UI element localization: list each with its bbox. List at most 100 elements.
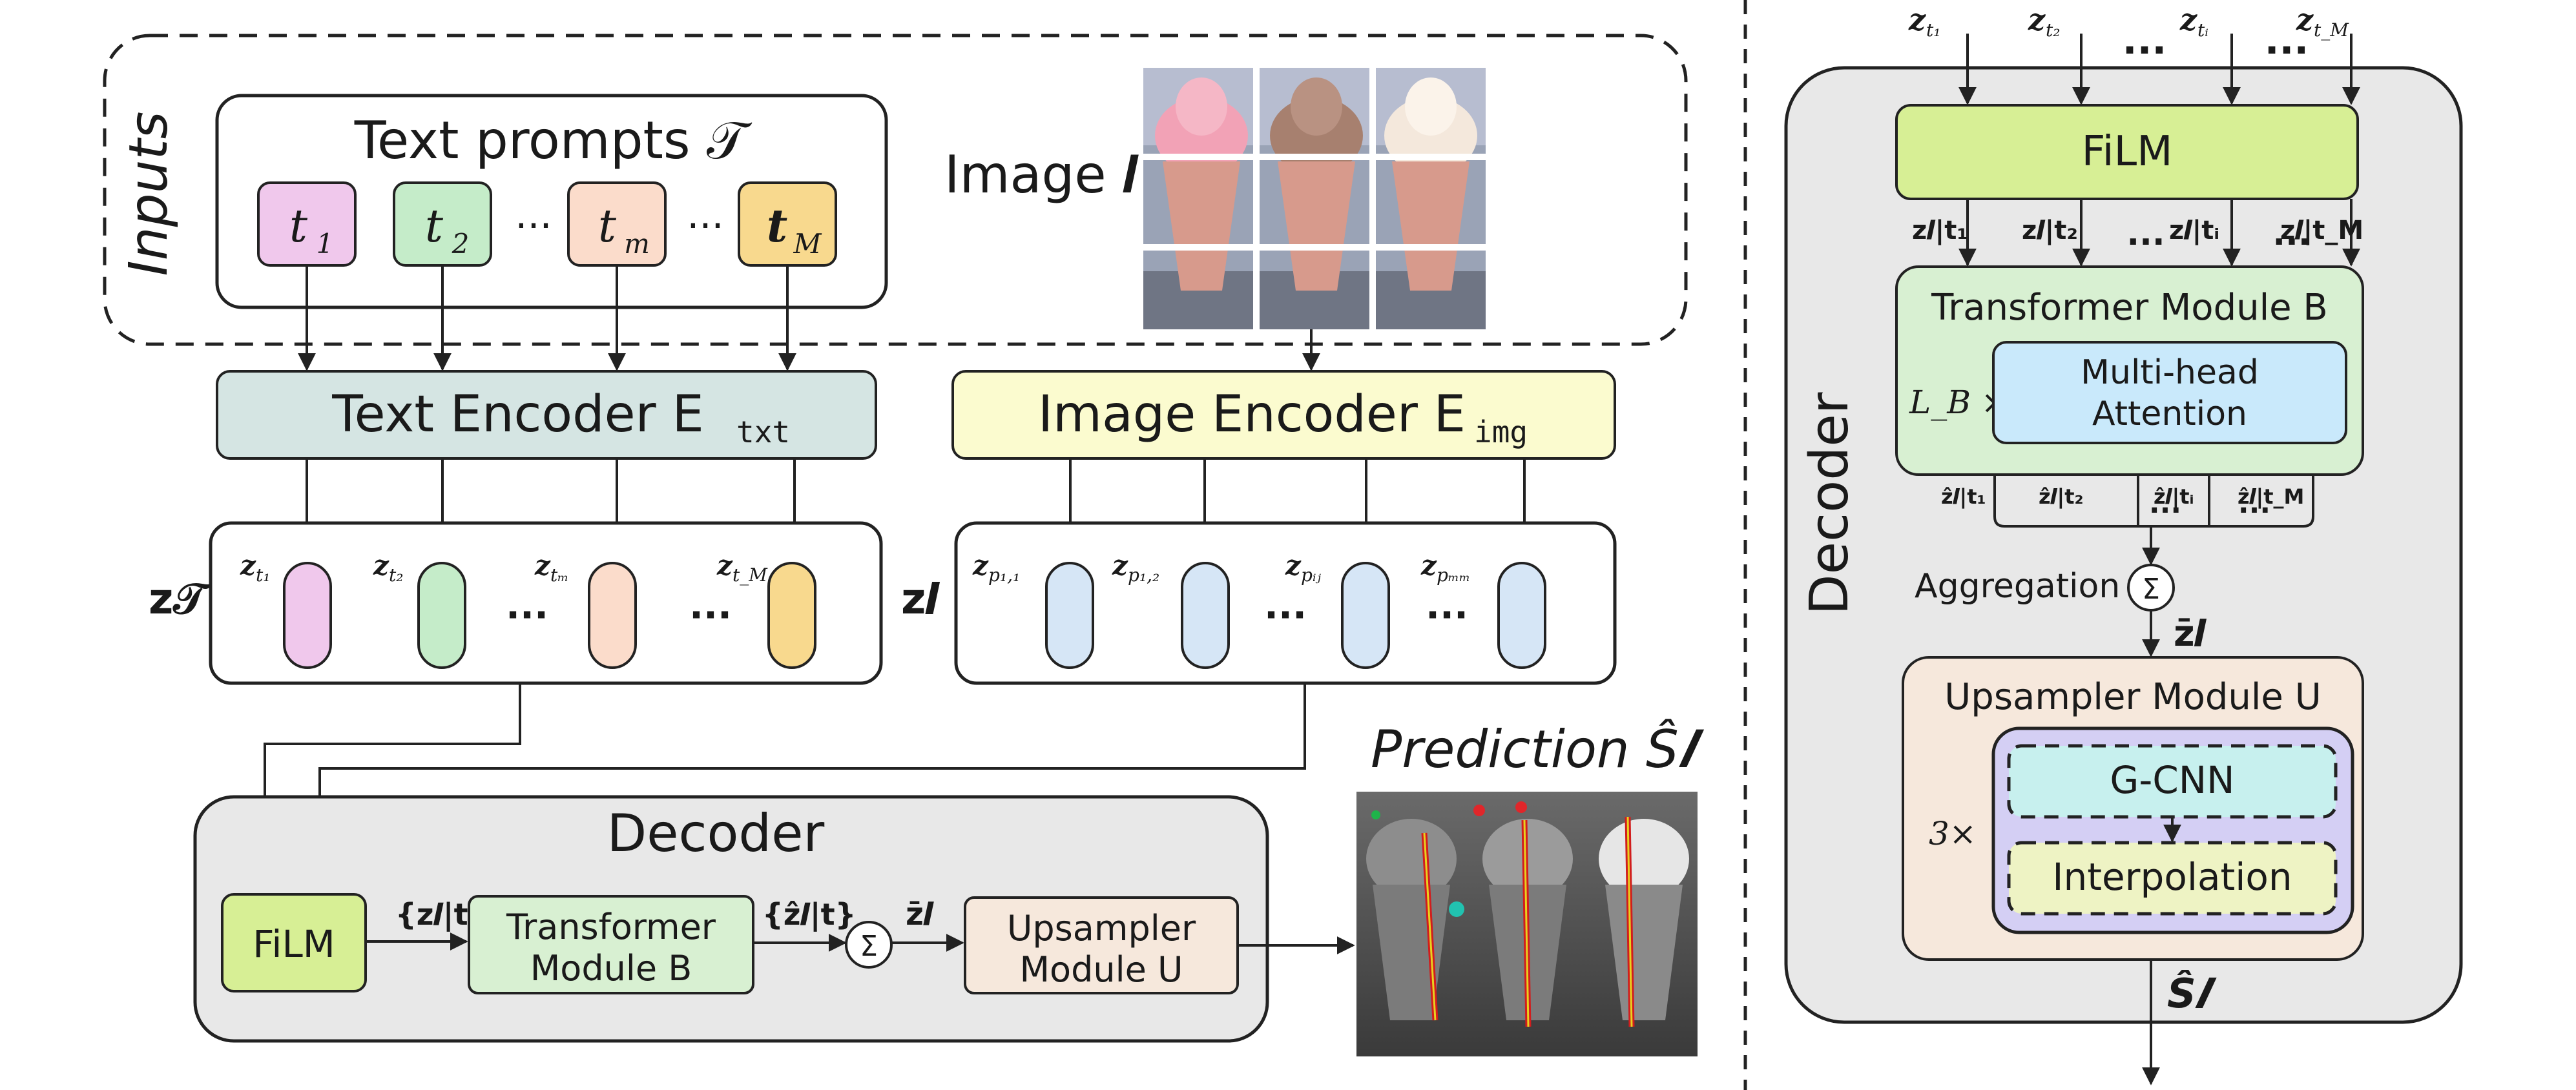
svg-text:z: z — [1285, 550, 1302, 581]
sum-node-left — [845, 921, 893, 969]
film-label-left: FiLM — [253, 922, 335, 966]
upsampler-title-right: Upsampler Module U — [1944, 676, 2321, 718]
svg-text:Image Encoder E: Image Encoder E — [1038, 386, 1466, 444]
inputs-region — [103, 34, 1688, 346]
token-t1: t 1 — [257, 181, 357, 267]
svg-text:z: z — [1908, 2, 1926, 37]
token-ellipsis-1: ··· — [515, 203, 552, 249]
svg-text:z𝑰|t_M: z𝑰|t_M — [2280, 216, 2363, 246]
transformer-label-2: Module B — [530, 948, 692, 989]
image-label: Image 𝑰 — [944, 145, 1139, 205]
transformer-label-1: Transformer — [506, 907, 716, 947]
transformer-box-left — [468, 895, 754, 994]
svg-text:z𝑰|tᵢ: z𝑰|tᵢ — [2169, 216, 2219, 246]
token-tm: t m — [567, 181, 667, 267]
svg-text:···: ··· — [2149, 494, 2181, 527]
svg-text:t: t — [425, 200, 444, 252]
svg-text:···: ··· — [689, 593, 732, 637]
svg-text:···: ··· — [2238, 494, 2270, 527]
token-ellipsis-2: ··· — [687, 203, 723, 249]
svg-text:t: t — [767, 199, 787, 252]
transformer-out-label: {ẑ𝑰|t} — [762, 897, 856, 932]
attention-box — [1992, 341, 2347, 444]
svg-text:ẑ𝑰|t_M: ẑ𝑰|t_M — [2238, 484, 2304, 509]
svg-text:t₁: t₁ — [1926, 19, 1940, 41]
svg-text:z: z — [240, 550, 256, 581]
svg-text:t₂: t₂ — [389, 564, 403, 586]
svg-text:pᵢⱼ: pᵢⱼ — [1301, 564, 1322, 586]
svg-text:ẑ𝑰|tᵢ: ẑ𝑰|tᵢ — [2154, 484, 2194, 509]
svg-text:···: ··· — [1426, 593, 1468, 637]
svg-text:t: t — [598, 200, 617, 252]
film-box-right — [1895, 104, 2359, 200]
svg-text:···: ··· — [1264, 593, 1307, 637]
svg-text:txt: txt — [736, 415, 790, 449]
transformer-repeat: L_B × — [1909, 384, 2008, 421]
decoder-detail-label: Decoder — [1799, 392, 1860, 615]
svg-text:···: ··· — [2272, 223, 2311, 262]
svg-text:p₁,₂: p₁,₂ — [1128, 564, 1159, 586]
svg-text:M: M — [793, 228, 822, 260]
svg-text:G-CNN: G-CNN — [2110, 758, 2234, 802]
agg-out-label: z̄𝑰 — [2174, 613, 2207, 655]
svg-text:z: z — [2028, 2, 2046, 37]
svg-text:tᵢ: tᵢ — [2197, 19, 2208, 41]
svg-text:···: ··· — [506, 593, 548, 637]
svg-text:t₂: t₂ — [2046, 19, 2060, 41]
svg-text:ẑ𝑰|t₂: ẑ𝑰|t₂ — [2039, 484, 2084, 509]
prediction-label: Prediction Ŝ𝑰 — [1371, 719, 1705, 779]
transformer-title-right: Transformer Module B — [1931, 287, 2328, 329]
svg-text:z𝑰|t₁: z𝑰|t₁ — [1912, 216, 1968, 246]
svg-text:···: ··· — [2123, 28, 2166, 73]
svg-text:p₁,₁: p₁,₁ — [988, 564, 1020, 586]
z-i-box — [954, 521, 1617, 685]
upsampler-label-1: Upsampler — [1007, 908, 1196, 949]
svg-text:z𝑰|t₂: z𝑰|t₂ — [2022, 216, 2078, 246]
svg-text:Σ: Σ — [2142, 573, 2160, 606]
text-encoder: Text Encoder E txt — [216, 370, 877, 460]
svg-text:1: 1 — [317, 228, 334, 260]
upsampler-repeat: 3× — [1929, 815, 1977, 852]
prediction-image — [1356, 792, 1698, 1056]
svg-text:Σ: Σ — [860, 930, 878, 963]
token-t2: t 2 — [393, 181, 492, 267]
svg-text:z: z — [1112, 550, 1128, 581]
left-panel: Inputs Text prompts 𝒯 t 1 t 2 ··· t m ··… — [103, 34, 1705, 1056]
text-prompts-box — [215, 94, 888, 309]
film-label-right: FiLM — [2082, 128, 2173, 176]
svg-text:···: ··· — [2265, 28, 2309, 73]
svg-text:z: z — [1420, 550, 1437, 581]
svg-text:t: t — [289, 200, 308, 252]
svg-text:Multi-head: Multi-head — [2081, 353, 2259, 392]
svg-text:t₁: t₁ — [256, 564, 270, 586]
text-prompts-title: Text prompts 𝒯 — [354, 110, 753, 170]
token-tM: t M — [738, 181, 837, 267]
z-i-label: z𝑰 — [901, 574, 940, 624]
svg-text:z: z — [534, 550, 551, 581]
z-t-box — [209, 521, 883, 685]
svg-text:z: z — [2179, 2, 2197, 37]
sum-out-label: z̄𝑰 — [906, 896, 934, 932]
svg-text:img: img — [1474, 415, 1528, 449]
svg-text:tₘ: tₘ — [550, 564, 568, 586]
svg-text:2: 2 — [452, 228, 470, 260]
svg-text:ẑ𝑰|t₁: ẑ𝑰|t₁ — [1941, 484, 1986, 509]
aggregation-label: Aggregation — [1915, 567, 2120, 606]
svg-text:···: ··· — [2126, 223, 2165, 262]
upsampler-label-2: Module U — [1019, 949, 1183, 990]
svg-text:z: z — [972, 550, 989, 581]
svg-text:t_M: t_M — [732, 564, 768, 586]
svg-text:z: z — [716, 550, 733, 581]
svg-text:z: z — [373, 550, 390, 581]
svg-text:t_M: t_M — [2314, 19, 2349, 41]
svg-text:m: m — [624, 228, 650, 260]
image-encoder: Image Encoder E img — [951, 370, 1616, 460]
svg-text:pₘₘ: pₘₘ — [1437, 564, 1470, 586]
z-t-label: z𝒯 — [149, 574, 212, 624]
decoder-title: Decoder — [607, 803, 825, 863]
svg-text:z: z — [2296, 2, 2314, 37]
